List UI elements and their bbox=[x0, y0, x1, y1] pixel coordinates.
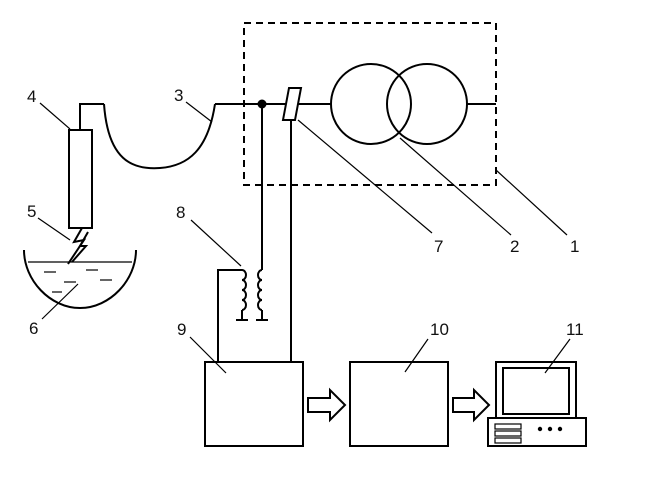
computer-button-3 bbox=[557, 426, 563, 432]
label-6: 6 bbox=[29, 319, 38, 338]
computer-button-1 bbox=[537, 426, 543, 432]
current-sensor bbox=[281, 87, 303, 121]
flow-arrow-1 bbox=[307, 387, 347, 423]
flow-arrow-2 bbox=[452, 387, 491, 423]
leader-3 bbox=[185, 101, 213, 123]
measurement-unit-box bbox=[204, 361, 304, 447]
leader-8 bbox=[190, 219, 242, 267]
computer-base bbox=[487, 417, 587, 447]
label-11: 11 bbox=[566, 320, 584, 339]
probe-top-wire bbox=[79, 103, 104, 130]
computer-drive-3 bbox=[494, 437, 522, 444]
label-10: 10 bbox=[430, 320, 449, 339]
cable-curve bbox=[103, 103, 216, 170]
label-4: 4 bbox=[27, 87, 36, 106]
leader-5 bbox=[37, 217, 71, 241]
discharge-spark bbox=[67, 227, 87, 265]
leader-6 bbox=[41, 283, 79, 320]
leader-7 bbox=[297, 119, 433, 234]
label-3: 3 bbox=[174, 86, 183, 105]
computer-monitor bbox=[495, 361, 577, 419]
discharge-spark-2 bbox=[71, 231, 89, 263]
computer-drive-2 bbox=[494, 430, 522, 437]
computer-button-2 bbox=[547, 426, 553, 432]
liquid-vessel bbox=[23, 249, 137, 310]
coupling-output-wire bbox=[217, 269, 242, 362]
processing-unit-box bbox=[349, 361, 449, 447]
leader-9 bbox=[189, 336, 227, 374]
label-2: 2 bbox=[510, 237, 519, 256]
leader-10 bbox=[404, 338, 429, 373]
label-9: 9 bbox=[177, 320, 186, 339]
leader-2 bbox=[399, 137, 512, 236]
probe-body bbox=[68, 129, 93, 229]
label-8: 8 bbox=[176, 203, 185, 222]
computer-drive-1 bbox=[494, 423, 522, 430]
leader-1 bbox=[495, 169, 568, 236]
transformer-secondary-coil bbox=[386, 63, 468, 145]
coupling-coil-left bbox=[241, 269, 247, 311]
leader-4 bbox=[39, 102, 71, 130]
leader-11 bbox=[544, 338, 571, 374]
label-7: 7 bbox=[434, 237, 443, 256]
coupling-coil-right bbox=[257, 269, 263, 311]
label-1: 1 bbox=[570, 237, 579, 256]
label-5: 5 bbox=[27, 202, 36, 221]
computer-screen bbox=[502, 367, 570, 415]
